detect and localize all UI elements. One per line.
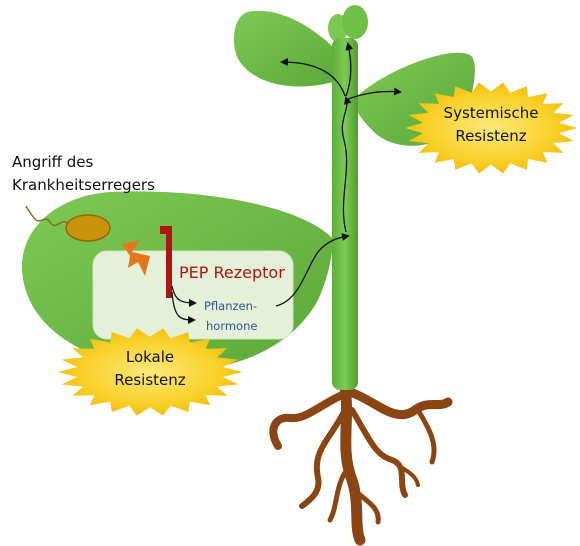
attack-lightning-icon <box>122 240 150 276</box>
receptor-label: PEP Rezeptor <box>179 263 285 282</box>
arrow-receptor-to-hormone-upper <box>171 285 197 307</box>
root-left-2 <box>299 407 348 509</box>
systemic-resistance-label-line2: Resistenz <box>455 127 526 145</box>
pathogen-icon <box>65 214 111 242</box>
top-bud-right <box>342 5 368 39</box>
hormones-label-line1: Pflanzen- <box>204 299 257 313</box>
root-right-4 <box>390 458 420 487</box>
root-right-1 <box>345 387 453 420</box>
local-resistance-starburst <box>58 328 242 416</box>
local-resistance-label-line2: Resistenz <box>114 371 185 389</box>
pathogen-attack-label-line1: Angriff des <box>12 153 93 171</box>
root-right-2 <box>349 407 408 498</box>
pep-receptor-icon <box>160 226 172 298</box>
pathogen-flagellum <box>25 205 69 227</box>
root-right-3 <box>415 407 437 465</box>
arrow-stem-up <box>341 96 352 233</box>
stem <box>332 38 358 390</box>
arrow-to-top-bud <box>345 42 354 97</box>
arrow-receptor-to-hormone-lower <box>171 291 196 324</box>
top-left-leaf <box>233 10 345 87</box>
arrow-to-left-leaf <box>280 58 346 97</box>
arrow-hormone-to-stem <box>275 233 350 307</box>
systemic-resistance-label-line1: Systemische <box>444 104 539 122</box>
root-lower-branch <box>351 487 381 525</box>
roots <box>269 382 453 546</box>
root-left-1 <box>269 391 346 450</box>
signal-arrows <box>171 42 402 324</box>
arrow-to-right-leaf <box>345 87 402 101</box>
root-left-3 <box>327 465 351 523</box>
systemic-resistance-starburst <box>405 82 577 174</box>
local-resistance-label-line1: Lokale <box>126 348 174 366</box>
pathogen-attack-label-line2: Krankheitserregers <box>12 176 155 194</box>
hormones-label-line2: hormone <box>206 319 257 333</box>
